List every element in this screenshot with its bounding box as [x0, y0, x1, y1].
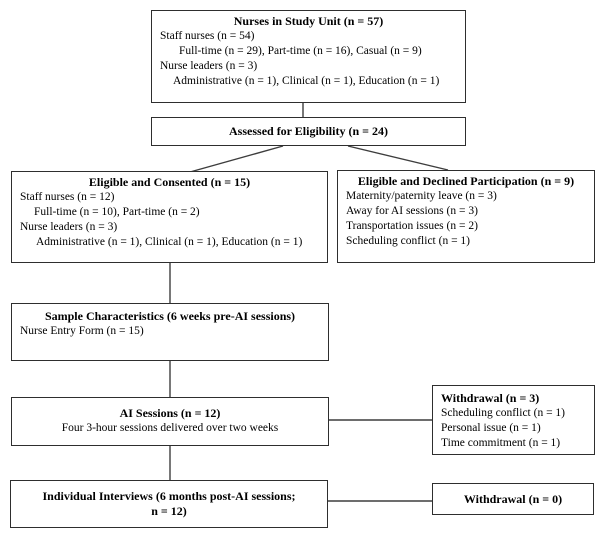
box-title: Sample Characteristics (6 weeks pre-AI s…	[44, 309, 296, 323]
box-line: Nurse leaders (n = 3)	[20, 221, 118, 233]
box-subtitle: Four 3-hour sessions delivered over two …	[61, 422, 279, 434]
box-title: Withdrawal (n = 0)	[463, 491, 563, 506]
box-ai-sessions: AI Sessions (n = 12) Four 3-hour session…	[11, 397, 329, 446]
box-sample-characteristics: Sample Characteristics (6 weeks pre-AI s…	[11, 303, 329, 361]
box-line: Administrative (n = 1), Clinical (n = 1)…	[173, 75, 440, 87]
box-nurses-in-study-unit: Nurses in Study Unit (n = 57) Staff nurs…	[151, 10, 466, 103]
connector-assessed-to-eligible	[189, 145, 284, 173]
box-eligible-and-consented: Eligible and Consented (n = 15) Staff nu…	[11, 171, 328, 263]
box-line: Transportation issues (n = 2)	[346, 220, 478, 232]
box-line: Away for AI sessions (n = 3)	[346, 205, 478, 217]
box-line: Staff nurses (n = 12)	[20, 191, 115, 203]
box-title: Assessed for Eligibility (n = 24)	[229, 124, 388, 138]
box-line: Full-time (n = 29), Part-time (n = 16), …	[179, 45, 422, 57]
box-line: Staff nurses (n = 54)	[160, 30, 255, 42]
box-withdrawal-interviews: Withdrawal (n = 0)	[432, 483, 594, 515]
box-individual-interviews: Individual Interviews (6 months post-AI …	[10, 480, 328, 528]
box-eligible-and-declined: Eligible and Declined Participation (n =…	[337, 170, 595, 263]
box-line: Full-time (n = 10), Part-time (n = 2)	[34, 206, 200, 218]
box-line: Scheduling conflict (n = 1)	[346, 235, 471, 247]
box-withdrawal-ai-sessions: Withdrawal (n = 3) Scheduling conflict (…	[432, 385, 595, 455]
box-title-line1: Individual Interviews (6 months post-AI …	[42, 489, 296, 503]
box-line: Administrative (n = 1), Clinical (n = 1)…	[36, 236, 303, 248]
box-line: Nurse leaders (n = 3)	[160, 60, 258, 72]
box-title: Withdrawal (n = 3)	[441, 391, 540, 405]
box-line: Nurse Entry Form (n = 15)	[20, 325, 144, 337]
box-title: Nurses in Study Unit (n = 57)	[233, 14, 384, 28]
box-title: Eligible and Consented (n = 15)	[88, 175, 251, 189]
box-title-line2: n = 12)	[151, 504, 187, 518]
connector-assessed-to-declined	[347, 145, 449, 171]
box-line: Personal issue (n = 1)	[441, 422, 541, 434]
box-title: AI Sessions (n = 12)	[119, 406, 221, 420]
box-line: Time commitment (n = 1)	[441, 437, 561, 449]
box-title: Eligible and Declined Participation (n =…	[357, 174, 575, 188]
box-line: Maternity/paternity leave (n = 3)	[346, 190, 497, 202]
box-line: Scheduling conflict (n = 1)	[441, 407, 566, 419]
box-assessed-for-eligibility: Assessed for Eligibility (n = 24)	[151, 117, 466, 146]
